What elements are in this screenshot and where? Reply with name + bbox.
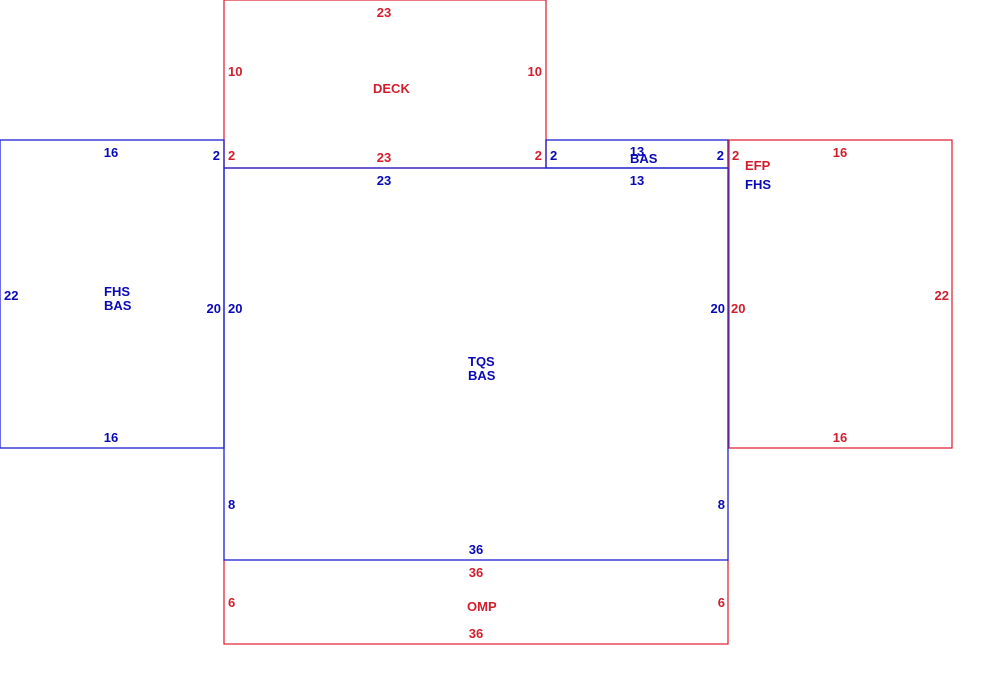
small-bas-dim-bottom: 13 bbox=[630, 173, 644, 188]
main-code-1: TQS bbox=[468, 354, 495, 369]
deck-dim-top: 23 bbox=[377, 5, 391, 20]
main-dim-top: 23 bbox=[377, 173, 391, 188]
efp-dim-right: 22 bbox=[935, 288, 949, 303]
efp-outline bbox=[728, 139, 953, 449]
main-code-2: BAS bbox=[468, 368, 496, 383]
main-dim-bottom: 36 bbox=[469, 542, 483, 557]
omp-code: OMP bbox=[467, 599, 497, 614]
deck-outline bbox=[223, 0, 547, 168]
efp-dim-top: 16 bbox=[833, 145, 847, 160]
left-fhs-code-1: FHS bbox=[104, 284, 130, 299]
main-dim-left: 20 bbox=[228, 301, 242, 316]
main-dim-right: 20 bbox=[711, 301, 725, 316]
efp-code-1: EFP bbox=[745, 158, 771, 173]
small-bas-code: BAS bbox=[630, 151, 658, 166]
small-bas-dim-right: 2 bbox=[717, 148, 724, 163]
deck-dim-right-bottom: 2 bbox=[535, 148, 542, 163]
main-dim-left-lower: 8 bbox=[228, 497, 235, 512]
efp-dim-left: 20 bbox=[731, 301, 745, 316]
deck-dim-bottom: 23 bbox=[377, 150, 391, 165]
main-area-outline bbox=[223, 167, 729, 561]
deck-code: DECK bbox=[373, 81, 410, 96]
omp-dim-right: 6 bbox=[718, 595, 725, 610]
left-fhs-dim-right-top: 2 bbox=[213, 148, 220, 163]
omp-dim-bottom: 36 bbox=[469, 626, 483, 641]
omp-dim-left: 6 bbox=[228, 595, 235, 610]
main-dim-right-lower: 8 bbox=[718, 497, 725, 512]
deck-dim-right: 10 bbox=[528, 64, 542, 79]
left-fhs-dim-left: 22 bbox=[4, 288, 18, 303]
omp-outline bbox=[223, 560, 729, 645]
efp-code-2: FHS bbox=[745, 177, 771, 192]
small-bas-dim-left: 2 bbox=[550, 148, 557, 163]
deck-dim-left-bottom: 2 bbox=[228, 148, 235, 163]
left-fhs-dim-right: 20 bbox=[207, 301, 221, 316]
efp-dim-left-top: 2 bbox=[732, 148, 739, 163]
omp-dim-top: 36 bbox=[469, 565, 483, 580]
deck-dim-left: 10 bbox=[228, 64, 242, 79]
small-bas-dim-top: 13 bbox=[630, 144, 644, 159]
left-fhs-dim-top: 16 bbox=[104, 145, 118, 160]
left-fhs-code-2: BAS bbox=[104, 298, 132, 313]
left-fhs-dim-bottom: 16 bbox=[104, 430, 118, 445]
efp-dim-bottom: 16 bbox=[833, 430, 847, 445]
